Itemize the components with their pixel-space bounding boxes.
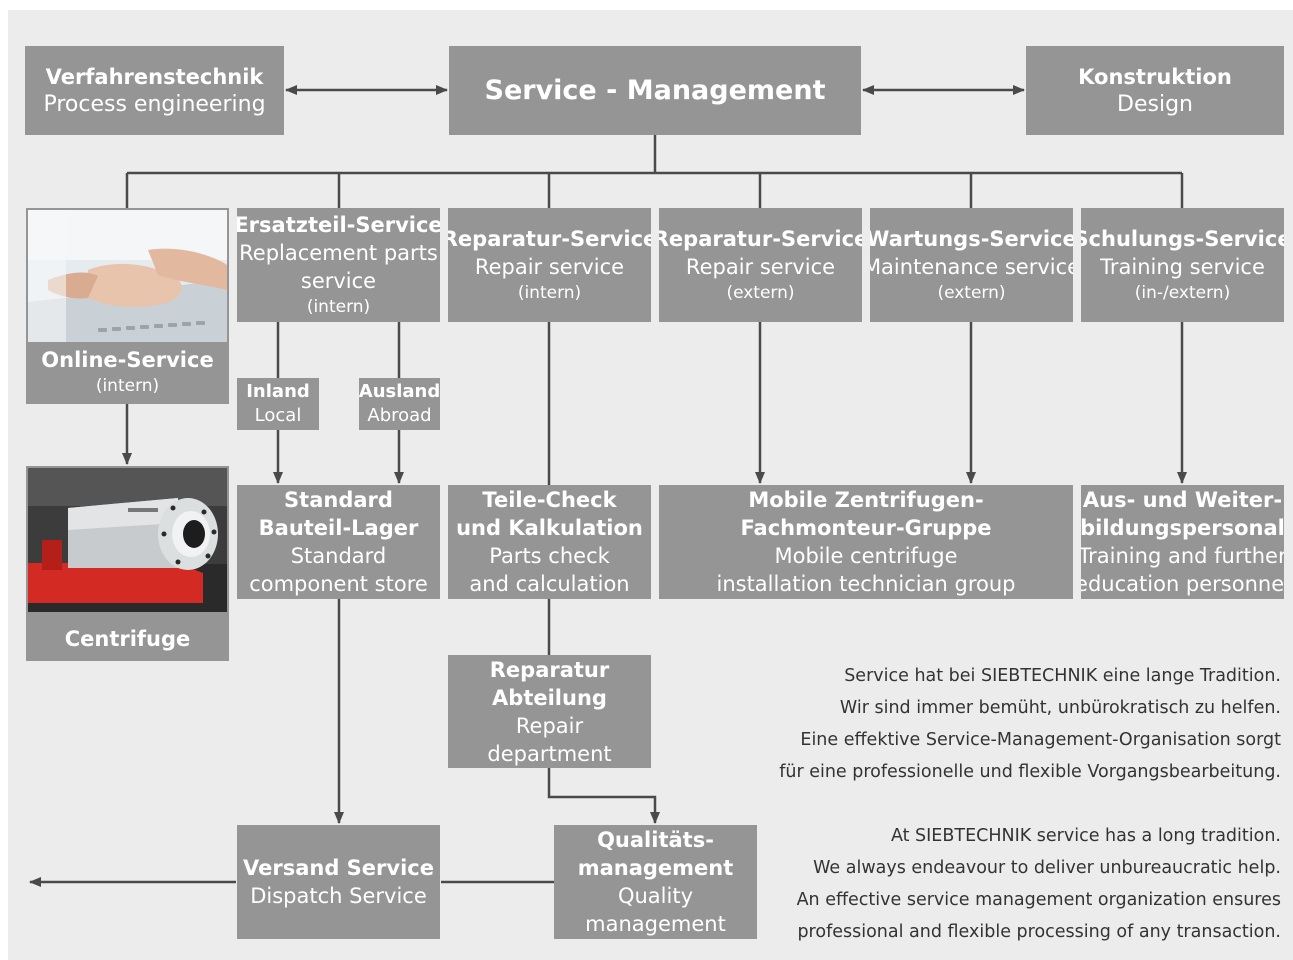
repair-extern-note: (extern) <box>726 283 795 303</box>
quality-management-box: Qualitäts- management Quality management <box>554 825 757 939</box>
parts-check-box: Teile-Check und Kalkulation Parts check … <box>448 485 651 599</box>
maintenance-en: Maintenance service <box>870 255 1073 279</box>
training-en: Training service <box>1100 255 1265 279</box>
online-service-note: (intern) <box>95 376 160 396</box>
replacement-parts-box: Ersatzteil-Service Replacement parts ser… <box>237 208 440 322</box>
design-de: Konstruktion <box>1078 64 1232 89</box>
parts-check-en2: and calculation <box>469 572 630 596</box>
description-en-line: At SIEBTECHNIK service has a long tradit… <box>890 826 1281 846</box>
quality-management-en1: Quality <box>617 884 694 908</box>
process-engineering-en: Process engineering <box>43 91 266 117</box>
description-english: At SIEBTECHNIK service has a long tradit… <box>797 820 1281 948</box>
design-en: Design <box>1117 91 1193 117</box>
repair-department-box: Reparatur Abteilung Repair department <box>448 655 651 768</box>
quality-management-de1: Qualitäts- <box>597 828 714 852</box>
online-service-photo <box>28 210 227 342</box>
education-personnel-de2: bildungspersonal <box>1081 516 1284 540</box>
centrifuge-machine-image <box>28 468 227 612</box>
parts-check-de2: und Kalkulation <box>456 516 643 540</box>
process-engineering-de: Verfahrenstechnik <box>45 64 264 89</box>
ausland-en: Abroad <box>367 405 432 426</box>
replacement-parts-en2: service <box>300 269 377 293</box>
description-de-line: Service hat bei SIEBTECHNIK eine lange T… <box>844 666 1281 686</box>
repair-intern-note: (intern) <box>517 283 582 303</box>
centrifuge-label: Centrifuge <box>64 627 191 651</box>
description-en-line: professional and flexible processing of … <box>797 922 1281 942</box>
description-en-line: An effective service management organiza… <box>796 890 1281 910</box>
service-management-title: Service - Management <box>484 74 826 106</box>
arrow-repairdept-quality <box>547 768 660 824</box>
mobile-technician-de1: Mobile Zentrifugen- <box>748 488 984 512</box>
repair-department-de2: Abteilung <box>492 685 607 710</box>
repair-extern-en: Repair service <box>685 255 836 279</box>
maintenance-de: Wartungs-Service <box>870 227 1073 251</box>
training-box: Schulungs-Service Training service (in-/… <box>1081 208 1284 322</box>
parts-check-en1: Parts check <box>489 544 610 568</box>
component-store-box: Standard Bauteil-Lager Standard componen… <box>237 485 440 599</box>
education-personnel-en2: education personnel <box>1081 572 1284 596</box>
service-management-box: Service - Management <box>449 46 861 135</box>
centrifuge-photo <box>28 468 227 612</box>
replacement-parts-en1: Replacement parts <box>239 241 438 265</box>
component-store-de2: Bauteil-Lager <box>258 516 419 540</box>
design-box: Konstruktion Design <box>1026 46 1284 135</box>
component-store-de1: Standard <box>284 488 393 512</box>
description-de-line: für eine professionelle und flexible Vor… <box>779 762 1281 782</box>
repair-intern-de: Reparatur-Service <box>448 227 651 251</box>
dispatch-service-en: Dispatch Service <box>250 884 427 908</box>
inland-en: Local <box>254 405 302 426</box>
ausland-box: Ausland Abroad <box>359 378 440 430</box>
keyboard-hands-image <box>28 210 227 342</box>
component-store-en1: Standard <box>290 544 387 568</box>
dispatch-service-de: Versand Service <box>243 856 434 880</box>
maintenance-box: Wartungs-Service Maintenance service (ex… <box>870 208 1073 322</box>
mobile-technician-box: Mobile Zentrifugen- Fachmonteur-Gruppe M… <box>659 485 1073 599</box>
education-personnel-box: Aus- und Weiter- bildungspersonal Traini… <box>1081 485 1284 599</box>
maintenance-note: (extern) <box>937 283 1006 303</box>
training-note: (in-/extern) <box>1134 283 1231 303</box>
description-en-line: We always endeavour to deliver unbureauc… <box>813 858 1281 878</box>
mobile-technician-en2: installation technician group <box>716 572 1016 596</box>
repair-intern-en: Repair service <box>474 255 625 279</box>
quality-management-en2: management <box>585 912 726 936</box>
ausland-de: Ausland <box>359 381 440 402</box>
description-german: Service hat bei SIEBTECHNIK eine lange T… <box>779 660 1281 788</box>
repair-department-de1: Reparatur <box>489 657 610 682</box>
online-service-de: Online-Service <box>41 348 214 372</box>
repair-department-en2: department <box>487 741 612 766</box>
repair-department-en1: Repair <box>515 713 584 738</box>
replacement-parts-de: Ersatzteil-Service <box>237 213 440 237</box>
repair-intern-box: Reparatur-Service Repair service (intern… <box>448 208 651 322</box>
inland-de: Inland <box>246 381 310 402</box>
parts-check-de1: Teile-Check <box>482 488 617 512</box>
repair-extern-de: Reparatur-Service <box>659 227 862 251</box>
repair-extern-box: Reparatur-Service Repair service (extern… <box>659 208 862 322</box>
process-engineering-box: Verfahrenstechnik Process engineering <box>25 46 284 135</box>
inland-box: Inland Local <box>237 378 319 430</box>
mobile-technician-de2: Fachmonteur-Gruppe <box>740 516 992 540</box>
description-de-line: Eine effektive Service-Management-Organi… <box>800 730 1281 750</box>
dispatch-service-box: Versand Service Dispatch Service <box>237 825 440 939</box>
replacement-parts-note: (intern) <box>306 297 371 317</box>
component-store-en2: component store <box>249 572 428 596</box>
education-personnel-en1: Training and further <box>1081 544 1284 568</box>
mobile-technician-en1: Mobile centrifuge <box>774 544 958 568</box>
training-de: Schulungs-Service <box>1081 227 1284 251</box>
description-de-line: Wir sind immer bemüht, unbürokratisch zu… <box>839 698 1281 718</box>
education-personnel-de1: Aus- und Weiter- <box>1082 488 1283 512</box>
quality-management-de2: management <box>577 856 734 880</box>
